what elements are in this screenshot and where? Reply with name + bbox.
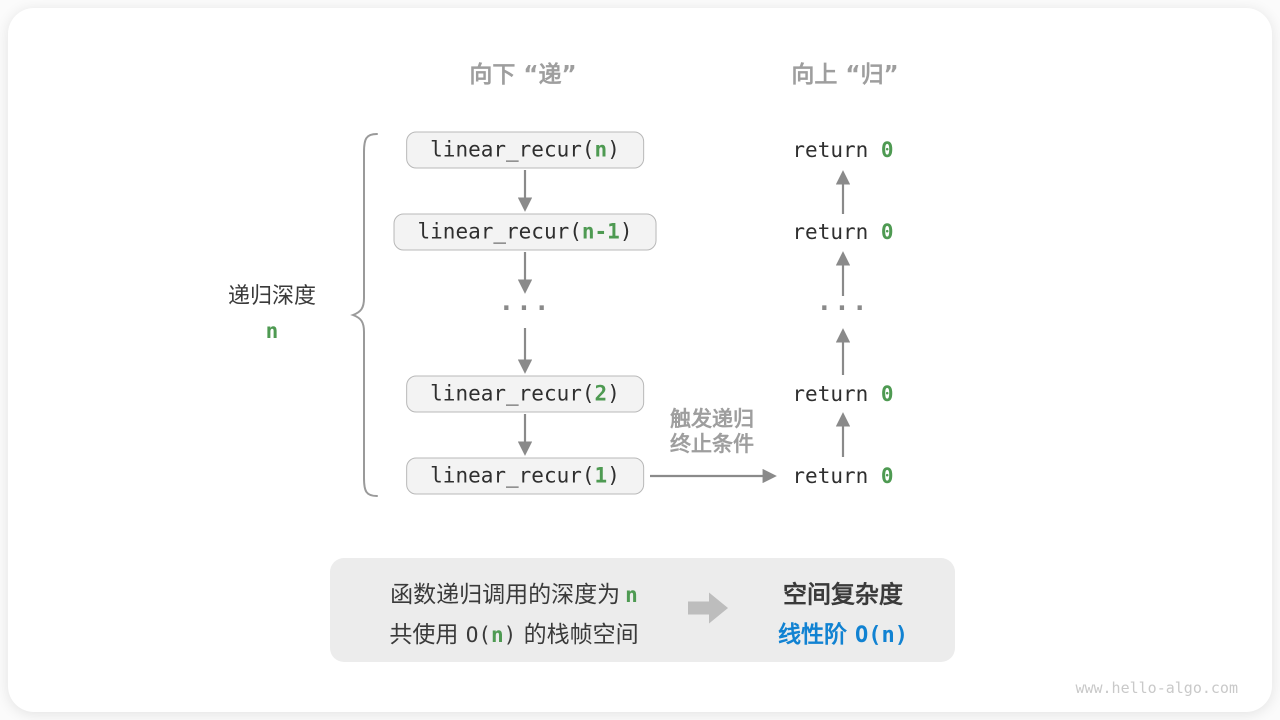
return-text: return	[792, 138, 881, 162]
header-ascend: 向上 “归”	[791, 62, 899, 88]
summary-left-line2: 共使用 O(n) 的栈帧空间	[389, 615, 638, 649]
big-o-arg: n	[490, 623, 504, 647]
return-text: return	[792, 382, 881, 406]
call-frame-1: linear_recur(1)	[406, 457, 644, 495]
watermark: www.hello-algo.com	[1075, 679, 1238, 697]
return-value: 0	[880, 220, 894, 244]
call-text: linear_recur(	[430, 463, 595, 488]
big-o-open: O(	[465, 623, 491, 647]
return-text: return	[792, 464, 881, 488]
ellipsis-left: ...	[498, 287, 552, 317]
call-text: linear_recur(	[430, 137, 595, 162]
terminate-note-line1: 触发递归	[670, 407, 754, 431]
return-text: return	[792, 220, 881, 244]
call-text: )	[607, 381, 620, 406]
call-frame-2: linear_recur(2)	[406, 375, 644, 413]
call-text: )	[607, 463, 620, 488]
header-descend: 向下 “递”	[469, 62, 577, 88]
return-value: 0	[880, 464, 894, 488]
call-arg: n	[594, 137, 608, 162]
complexity-label: 线性阶	[778, 622, 856, 648]
return-statement: return 0	[792, 220, 893, 244]
summary-text: 函数递归调用的深度为	[390, 582, 621, 608]
return-statement: return 0	[792, 138, 893, 162]
return-value: 0	[880, 382, 894, 406]
big-o-close: )	[503, 623, 517, 647]
summary-text: 共使用	[389, 622, 466, 648]
summary-arg: n	[625, 583, 638, 607]
summary-text: 的栈帧空间	[516, 622, 639, 648]
call-text: linear_recur(	[417, 219, 582, 244]
call-frame-n: linear_recur(n)	[406, 131, 644, 169]
ellipsis-right: ...	[816, 287, 870, 317]
call-arg: 1	[594, 463, 608, 488]
call-arg: n-1	[581, 219, 620, 244]
return-value: 0	[880, 138, 894, 162]
depth-value: n	[265, 319, 279, 343]
summary-right-value: 线性阶 O(n)	[778, 615, 908, 649]
implies-arrow-icon	[688, 592, 728, 624]
call-text: )	[619, 219, 633, 244]
call-text: linear_recur(	[430, 381, 595, 406]
terminate-condition-note: 触发递归 终止条件	[670, 407, 754, 457]
summary-right-title: 空间复杂度	[783, 580, 903, 609]
call-arg: 2	[594, 381, 608, 406]
complexity-notation: O(n)	[855, 623, 908, 648]
depth-label: 递归深度	[227, 284, 317, 309]
call-frame-n-1: linear_recur(n-1)	[393, 213, 657, 251]
return-statement: return 0	[792, 464, 893, 488]
summary-panel	[330, 558, 955, 662]
return-statement: return 0	[792, 382, 893, 406]
call-text: )	[607, 137, 620, 162]
terminate-note-line2: 终止条件	[670, 432, 754, 456]
